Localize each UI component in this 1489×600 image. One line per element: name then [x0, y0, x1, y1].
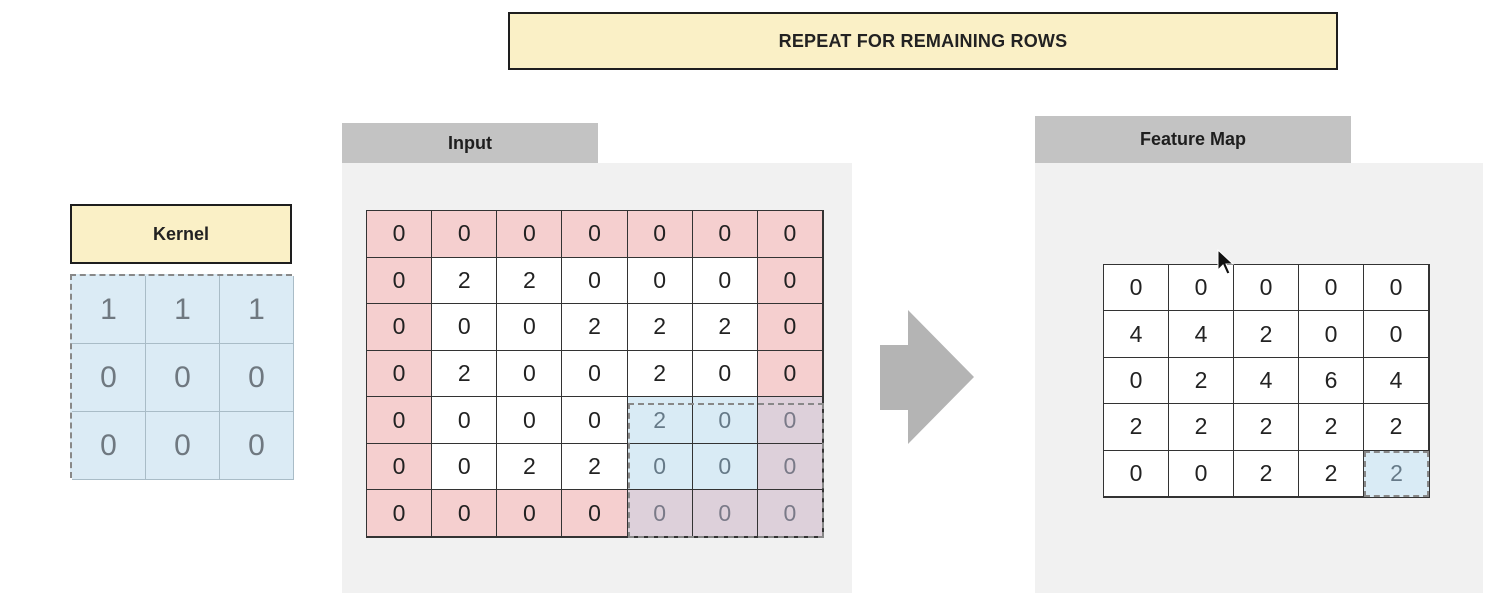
input-cell: 2 [692, 304, 758, 351]
kernel-cell: 0 [146, 412, 220, 480]
kernel-cell: 0 [220, 412, 294, 480]
input-cell: 0 [497, 397, 563, 444]
feature-map-cell: 2 [1234, 311, 1299, 358]
feature-map-cell: 4 [1104, 311, 1169, 358]
kernel-cell: 1 [220, 276, 294, 344]
input-cell: 0 [497, 350, 563, 398]
kernel-title: Kernel [70, 204, 292, 264]
input-cell: 0 [757, 397, 823, 444]
input-cell: 2 [562, 443, 628, 491]
input-cell: 2 [627, 304, 693, 351]
input-cell: 0 [757, 257, 823, 305]
kernel-cell: 0 [146, 344, 220, 412]
kernel-cell: 0 [72, 344, 146, 412]
input-cell: 0 [562, 257, 628, 305]
input-cell: 0 [627, 490, 693, 537]
kernel-cell: 1 [146, 276, 220, 344]
input-cell: 2 [497, 443, 563, 491]
input-cell: 0 [432, 397, 498, 444]
input-cell: 0 [757, 211, 823, 258]
feature-map-cell: 4 [1169, 311, 1234, 358]
feature-map-cell: 0 [1104, 450, 1169, 497]
feature-map-cell: 4 [1234, 357, 1299, 405]
feature-map-cell: 2 [1364, 404, 1429, 451]
input-cell: 0 [497, 304, 563, 351]
input-cell: 0 [432, 304, 498, 351]
feature-map-cell: 2 [1364, 450, 1429, 497]
input-cell: 0 [367, 490, 433, 537]
input-cell: 0 [562, 350, 628, 398]
feature-map-cell: 2 [1169, 404, 1234, 451]
feature-map-cell: 2 [1234, 450, 1299, 497]
feature-map-cell: 2 [1299, 404, 1364, 451]
feature-map-cell: 0 [1364, 311, 1429, 358]
input-cell: 0 [692, 211, 758, 258]
input-cell: 2 [627, 350, 693, 398]
kernel-cell: 1 [72, 276, 146, 344]
input-cell: 2 [432, 257, 498, 305]
input-cell: 2 [497, 257, 563, 305]
input-cell: 0 [432, 490, 498, 537]
input-cell: 2 [627, 397, 693, 444]
feature-map-cell: 0 [1169, 265, 1234, 312]
feature-map-cell: 2 [1234, 404, 1299, 451]
feature-map-cell: 0 [1364, 265, 1429, 312]
input-cell: 0 [367, 397, 433, 444]
feature-map-cell: 6 [1299, 357, 1364, 405]
input-cell: 0 [757, 350, 823, 398]
input-cell: 0 [757, 304, 823, 351]
input-cell: 0 [497, 211, 563, 258]
right-arrow-icon [880, 310, 974, 444]
input-cell: 0 [692, 397, 758, 444]
feature-map-cell: 0 [1104, 265, 1169, 312]
input-cell: 0 [367, 443, 433, 491]
feature-map-cell: 2 [1169, 357, 1234, 405]
input-cell: 0 [692, 490, 758, 537]
input-cell: 0 [562, 397, 628, 444]
feature-map-cell: 0 [1299, 265, 1364, 312]
input-cell: 0 [692, 443, 758, 491]
feature-map-cell: 0 [1104, 357, 1169, 405]
kernel-cell: 0 [220, 344, 294, 412]
feature-map-cell: 0 [1169, 450, 1234, 497]
input-cell: 0 [562, 490, 628, 537]
input-cell: 0 [757, 490, 823, 537]
input-cell: 0 [367, 211, 433, 258]
feature-map-title: Feature Map [1035, 116, 1351, 163]
input-cell: 0 [692, 257, 758, 305]
input-cell: 0 [432, 443, 498, 491]
input-cell: 0 [757, 443, 823, 491]
input-cell: 0 [627, 211, 693, 258]
banner-title: REPEAT FOR REMAINING ROWS [508, 12, 1338, 70]
input-cell: 2 [562, 304, 628, 351]
input-cell: 0 [627, 443, 693, 491]
input-cell: 0 [627, 257, 693, 305]
input-cell: 0 [497, 490, 563, 537]
input-cell: 0 [432, 211, 498, 258]
input-cell: 0 [367, 304, 433, 351]
input-cell: 2 [432, 350, 498, 398]
feature-map-cell: 0 [1234, 265, 1299, 312]
input-cell: 0 [692, 350, 758, 398]
feature-map-cell: 4 [1364, 357, 1429, 405]
input-cell: 0 [367, 350, 433, 398]
kernel-cell: 0 [72, 412, 146, 480]
feature-map-cell: 0 [1299, 311, 1364, 358]
mouse-cursor-icon [1217, 249, 1235, 275]
feature-map-cell: 2 [1104, 404, 1169, 451]
input-cell: 0 [562, 211, 628, 258]
input-cell: 0 [367, 257, 433, 305]
feature-map-cell: 2 [1299, 450, 1364, 497]
input-title: Input [342, 123, 598, 163]
